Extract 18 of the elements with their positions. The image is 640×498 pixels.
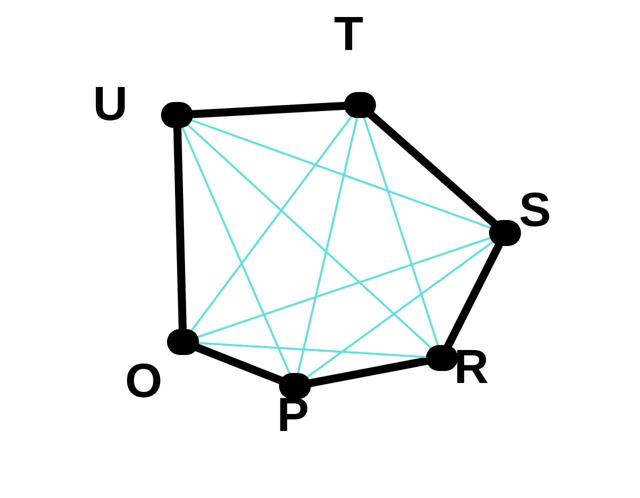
vertex-label: T (334, 11, 364, 59)
diagonal-line (186, 124, 432, 350)
vertex-label: R (454, 344, 489, 392)
diagonal-line (363, 116, 439, 346)
diagonal-line (296, 116, 358, 374)
polygon-side (193, 344, 285, 384)
vertex-label: U (93, 81, 128, 129)
vertex-label: P (277, 392, 310, 440)
diagonal-line (198, 342, 428, 358)
diagonal-line (181, 126, 291, 375)
polygon-side (306, 356, 430, 388)
diagonal-line (190, 115, 353, 332)
vertex-label: O (125, 358, 162, 406)
polygon-side (366, 110, 498, 228)
diagonal-line (190, 119, 492, 229)
diagonal-line (306, 240, 494, 378)
vertex-label: S (519, 187, 552, 235)
diagonal-line (196, 237, 492, 338)
